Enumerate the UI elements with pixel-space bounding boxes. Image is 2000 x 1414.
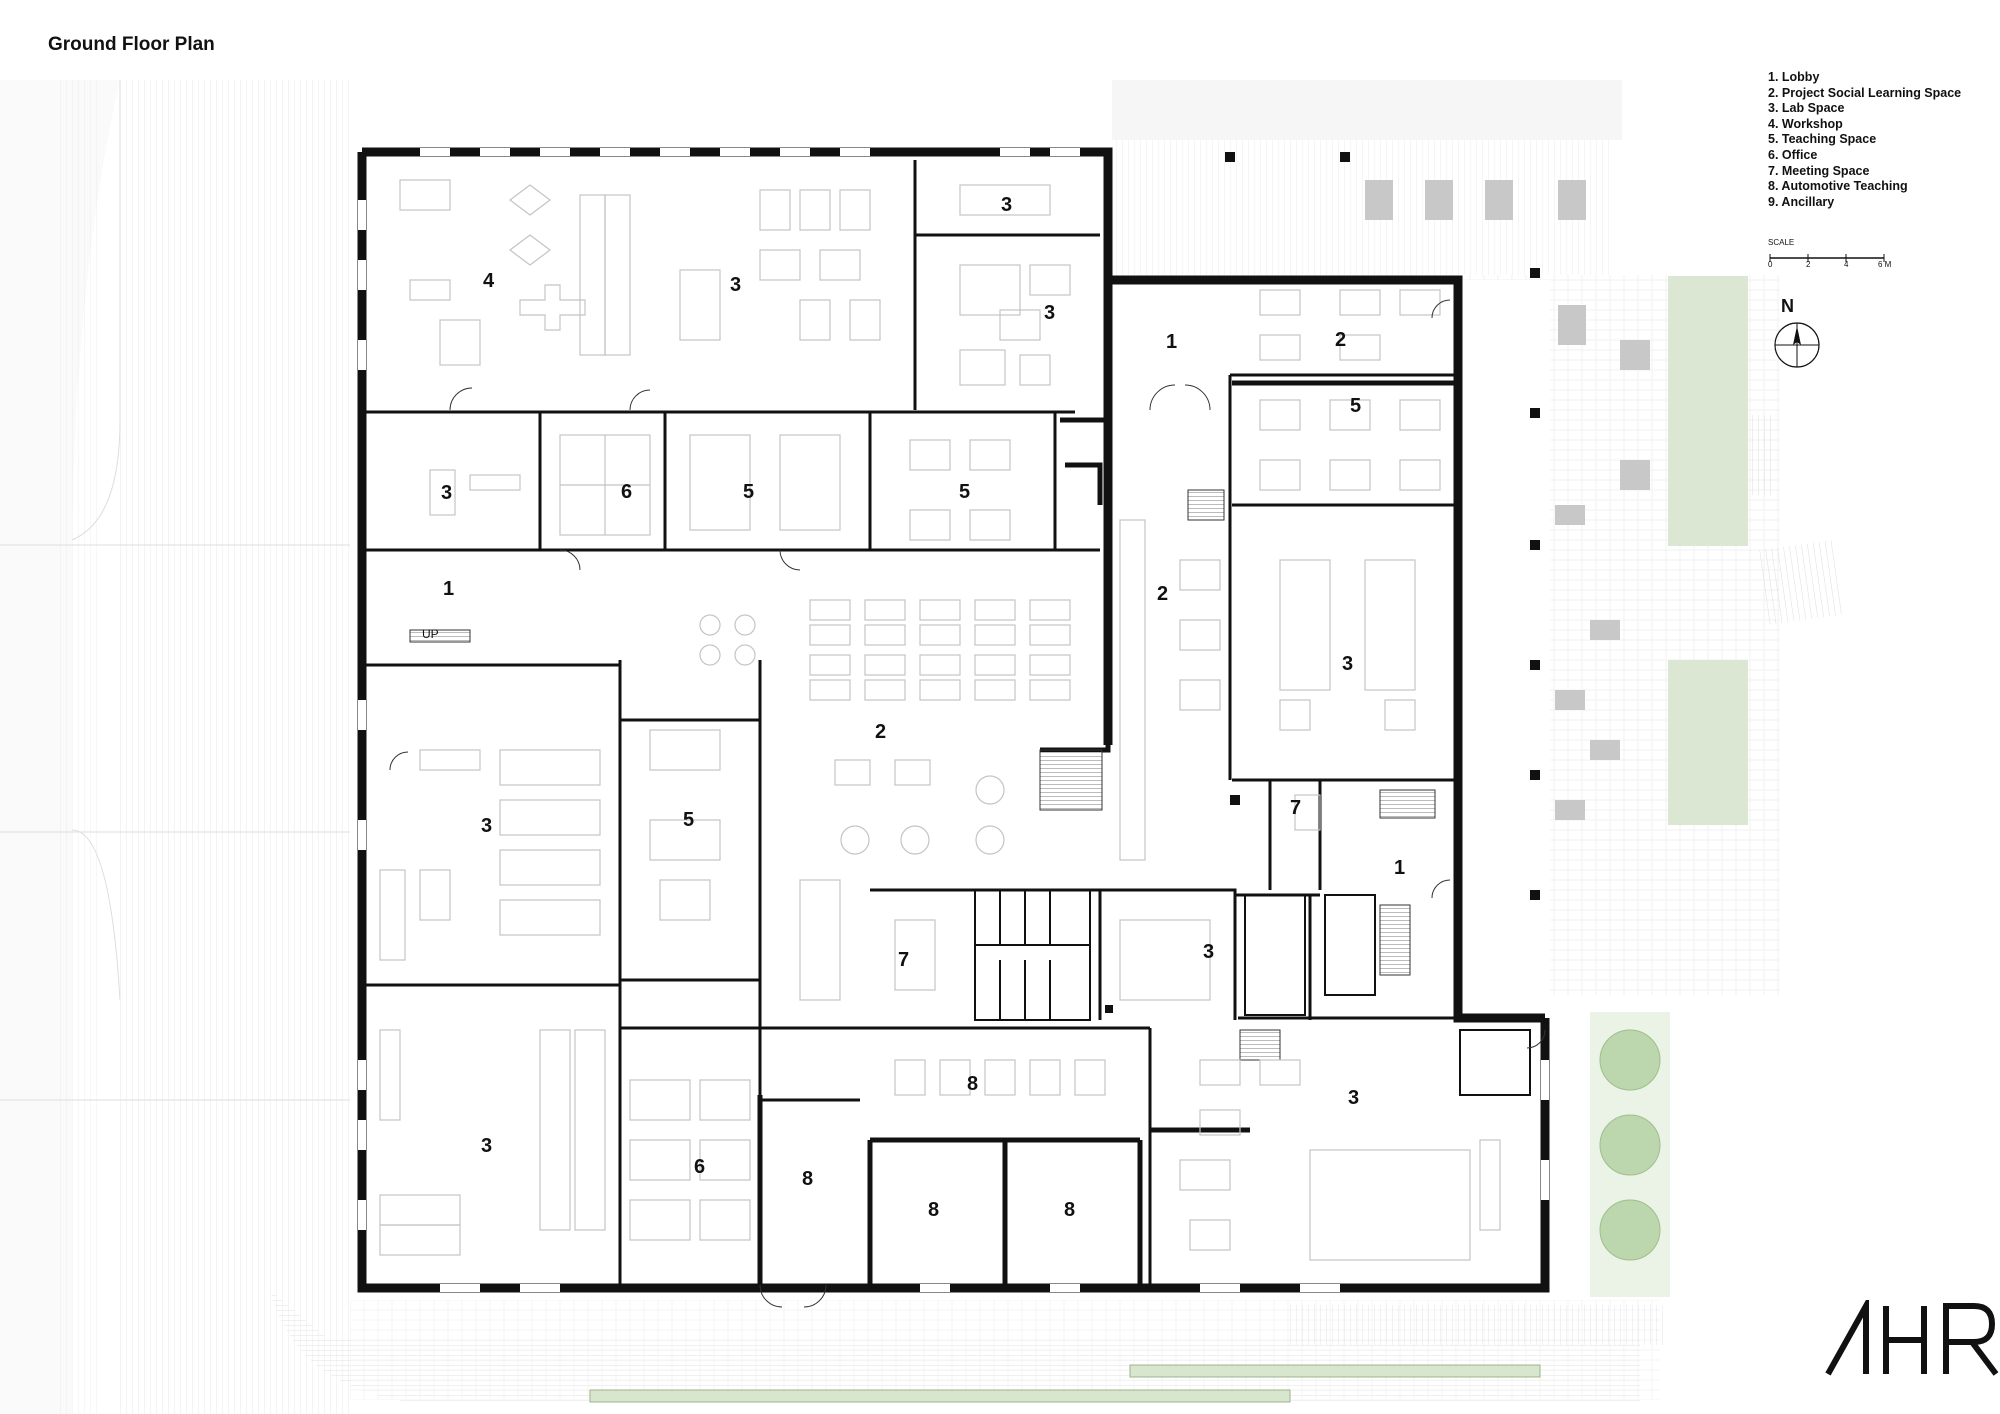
legend-item: 8. Automotive Teaching	[1768, 179, 1908, 194]
north-arrow-icon	[1774, 322, 1820, 368]
room-label: 8	[967, 1073, 978, 1095]
legend-item: 1. Lobby	[1768, 70, 1820, 84]
room-label: 3	[441, 482, 452, 504]
ahr-logo	[1825, 1300, 1999, 1376]
stair-label: UP	[422, 627, 439, 641]
legend-item: 5. Teaching Space	[1768, 132, 1877, 147]
scale-bar	[1769, 254, 1885, 262]
room-labels: 4 3 3 3 1 2 5 3 6 5 5 1 2 2 3 3 5 7 1 7 …	[422, 194, 1405, 1221]
scale-tick: 2	[1806, 260, 1811, 269]
room-label: 3	[1001, 194, 1012, 216]
legend: 1. Lobby 2. Project Social Learning Spac…	[1768, 70, 1961, 210]
room-label: 3	[481, 1135, 492, 1157]
room-label: 3	[730, 274, 741, 296]
room-label: 3	[1044, 302, 1055, 324]
room-label: 7	[898, 949, 909, 971]
legend-item: 4. Workshop	[1768, 116, 1843, 131]
room-label: 8	[802, 1168, 813, 1190]
building-floor	[357, 147, 1550, 1308]
room-label: 3	[1348, 1087, 1359, 1109]
legend-item: 2. Project Social Learning Space	[1768, 85, 1962, 100]
room-label: 5	[1350, 395, 1361, 417]
scale-tick: 6 M	[1878, 260, 1892, 269]
room-label: 3	[1342, 653, 1353, 675]
legend-item: 6. Office	[1768, 147, 1818, 162]
room-label: 1	[443, 578, 454, 600]
scale-label: SCALE	[1768, 238, 1795, 247]
room-label: 3	[1203, 941, 1214, 963]
room-label: 8	[1064, 1199, 1075, 1221]
room-label: 6	[694, 1156, 705, 1178]
room-label: 8	[928, 1199, 939, 1221]
room-label: 7	[1290, 797, 1301, 819]
room-label: 2	[1157, 583, 1168, 605]
legend-item: 3. Lab Space	[1768, 101, 1845, 116]
legend-item: 9. Ancillary	[1768, 194, 1835, 209]
room-label: 1	[1166, 331, 1177, 353]
scale-tick: 0	[1768, 260, 1773, 269]
room-label: 5	[683, 809, 694, 831]
room-label: 3	[481, 815, 492, 837]
room-label: 5	[743, 481, 754, 503]
scale-tick: 4	[1844, 260, 1849, 269]
legend-item: 7. Meeting Space	[1768, 163, 1870, 178]
room-label: 4	[483, 270, 495, 292]
room-label: 5	[959, 481, 970, 503]
room-label: 2	[1335, 329, 1346, 351]
room-label: 2	[875, 721, 886, 743]
plan-title: Ground Floor Plan	[48, 34, 215, 55]
north-label: N	[1781, 296, 1794, 316]
room-label: 1	[1394, 857, 1405, 879]
room-label: 6	[621, 481, 632, 503]
